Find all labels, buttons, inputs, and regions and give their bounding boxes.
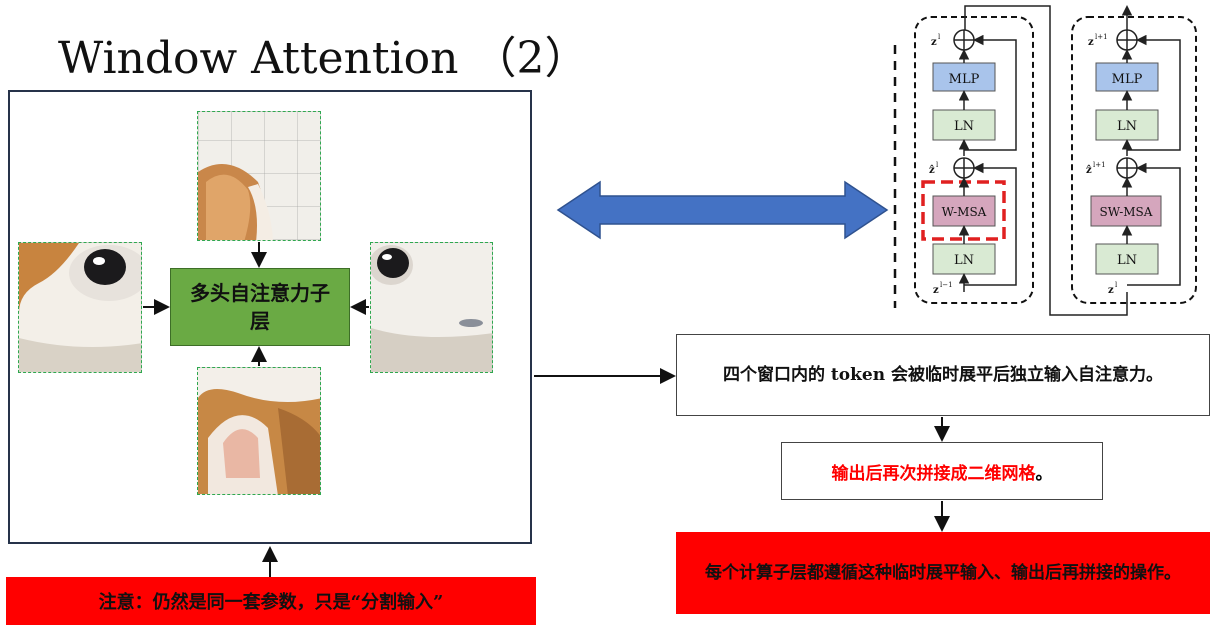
patch-right: [370, 242, 493, 373]
right-ln-top-label: LN: [1117, 119, 1137, 134]
right-ln-bottom-label: LN: [1117, 253, 1137, 268]
center-box-label: 多头自注意力子层: [190, 281, 330, 333]
left-z-mid: ẑ: [929, 165, 935, 176]
reshape-explanation-tail: 。: [1035, 463, 1053, 484]
left-z-in-sup: l−1: [940, 281, 953, 289]
flatten-explanation-text: 四个窗口内的 token 会被临时展平后独立输入自注意力。: [723, 364, 1163, 385]
cat-photo-patch-left: [19, 243, 141, 372]
left-z-mid-sup: l: [936, 161, 939, 169]
cat-photo-patch-right: [371, 243, 492, 372]
page-title: Window Attention （2）: [58, 33, 589, 84]
right-z-mid: ẑ: [1086, 165, 1092, 176]
patch-left: [18, 242, 142, 373]
double-headed-arrow-icon: [556, 180, 889, 240]
left-ln-bottom-label: LN: [954, 253, 974, 268]
right-z-in: z: [1108, 285, 1114, 296]
right-mlp-label: MLP: [1112, 72, 1143, 87]
left-msa-label: W-MSA: [942, 205, 987, 219]
left-ln-top-label: LN: [954, 119, 974, 134]
flatten-explanation-box: 四个窗口内的 token 会被临时展平后独立输入自注意力。: [676, 334, 1210, 416]
shared-parameters-note: 注意：仍然是同一套参数，只是“分割输入”: [6, 577, 536, 625]
right-z-out: z: [1088, 37, 1094, 48]
sublayer-summary-text: 每个计算子层都遵循这种临时展平输入、输出后再拼接的操作。: [705, 562, 1181, 583]
reshape-explanation-box: 输出后再次拼接成二维网格。: [781, 442, 1103, 500]
cat-photo-patch-top: [198, 164, 273, 240]
patch-bottom: [197, 367, 321, 495]
sublayer-summary-box: 每个计算子层都遵循这种临时展平输入、输出后再拼接的操作。: [676, 532, 1210, 614]
cat-photo-patch-bottom: [198, 368, 320, 494]
left-mlp-label: MLP: [949, 72, 980, 87]
left-z-out: z: [931, 37, 937, 48]
patch-top: [197, 111, 321, 241]
shared-parameters-note-text: 注意：仍然是同一套参数，只是“分割输入”: [98, 592, 444, 613]
right-z-in-sup: l: [1115, 281, 1118, 289]
right-block-container: [1071, 16, 1197, 304]
window-frame: [8, 90, 532, 544]
left-z-in: z: [933, 285, 939, 296]
right-z-mid-sup: l+1: [1093, 161, 1106, 169]
right-msa-label: SW-MSA: [1100, 205, 1153, 219]
left-z-out-sup: l: [938, 33, 941, 41]
right-z-out-sup: l+1: [1095, 33, 1108, 41]
reshape-explanation-text: 输出后再次拼接成二维网格: [831, 463, 1036, 484]
left-block-container: [914, 16, 1034, 304]
multi-head-self-attention-box: 多头自注意力子层: [170, 268, 350, 346]
swin-transformer-block: MLP LN W-MSA LN z l ẑ l z l−1 MLP LN SW-…: [893, 5, 1197, 316]
